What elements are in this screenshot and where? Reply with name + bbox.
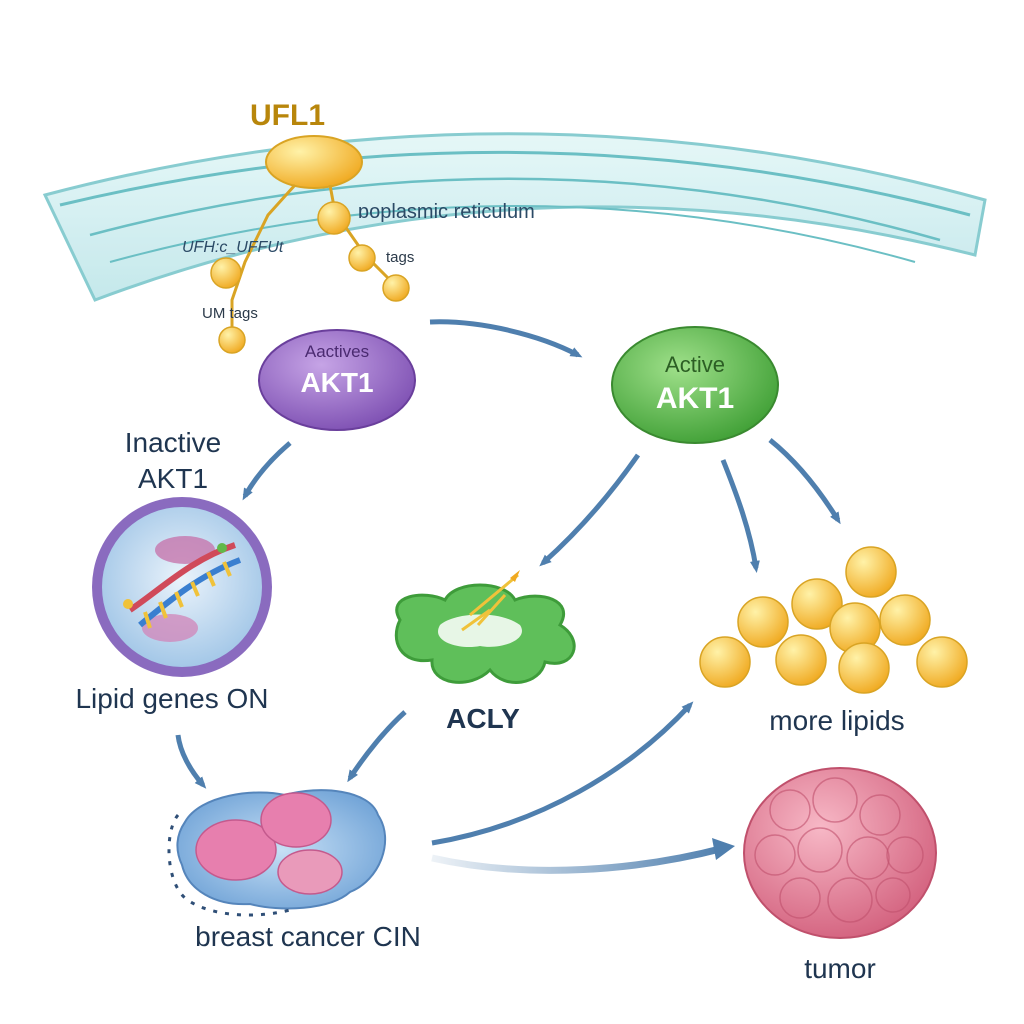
- ufm-bead: [210, 257, 242, 289]
- ufm-bead: [218, 326, 246, 354]
- ufm-tangle-label: UFH:c_UFFUt: [182, 239, 284, 256]
- lipid-droplet: [737, 596, 789, 648]
- akt1-active-main-label: AKT1: [656, 382, 734, 415]
- nucleus-icon: [92, 497, 272, 677]
- um-tags-label: UM tags: [202, 305, 258, 322]
- arrow-acly-to-cell: [347, 710, 407, 783]
- tumor-icon: [743, 767, 937, 939]
- inactive-label-line1: Inactive: [125, 427, 222, 458]
- lipid-genes-label: Lipid genes ON: [75, 683, 268, 714]
- ufm-bead: [317, 201, 351, 235]
- arrow-active-akt1-to-lipids-a: [720, 459, 760, 573]
- lipid-droplets: [699, 546, 968, 694]
- lipid-droplet: [845, 546, 897, 598]
- lipid-droplet: [838, 642, 890, 694]
- lipid-droplet: [879, 594, 931, 646]
- akt1-inactive-top-label: Aactives: [305, 342, 369, 361]
- arrow-cell-to-lipids: [431, 701, 694, 846]
- arrow-er-to-active-akt1: [429, 319, 583, 358]
- arrow-active-akt1-to-acly: [539, 453, 641, 567]
- tumor-label: tumor: [804, 953, 876, 984]
- lipid-droplet: [791, 578, 843, 630]
- ufl1-label: UFL1: [250, 99, 325, 132]
- lipid-droplet: [916, 636, 968, 688]
- breast-cancer-label: breast cancer CIN: [195, 921, 421, 952]
- lipid-droplet: [699, 636, 751, 688]
- ufm-bead: [382, 274, 410, 302]
- akt1-active-node: Active AKT1: [611, 326, 779, 444]
- akt1-active-top-label: Active: [665, 352, 725, 377]
- arrows: [175, 319, 841, 874]
- inactive-label-line2: AKT1: [138, 463, 208, 494]
- ufl1-enzyme: [265, 135, 363, 189]
- ufm-chain: [210, 183, 410, 354]
- ufm-bead: [348, 244, 376, 272]
- acly-label: ACLY: [446, 703, 520, 734]
- arrow-active-akt1-to-lipids-b: [768, 438, 841, 525]
- arrow-cell-to-tumor: [431, 844, 725, 874]
- arrow-inactive-akt1-to-nucleus: [242, 441, 292, 501]
- lipid-droplet: [775, 634, 827, 686]
- acly-enzyme-icon: [394, 570, 576, 684]
- akt1-inactive-main-label: AKT1: [300, 367, 373, 398]
- er-label: ɒoplasmic reticulum: [358, 201, 535, 223]
- tags-label: tags: [386, 249, 414, 266]
- arrow-nucleus-to-cell: [175, 734, 207, 789]
- more-lipids-label: more lipids: [769, 705, 904, 736]
- akt1-inactive-node: Aactives AKT1: [258, 329, 416, 431]
- breast-cancer-cell-icon: [167, 789, 387, 917]
